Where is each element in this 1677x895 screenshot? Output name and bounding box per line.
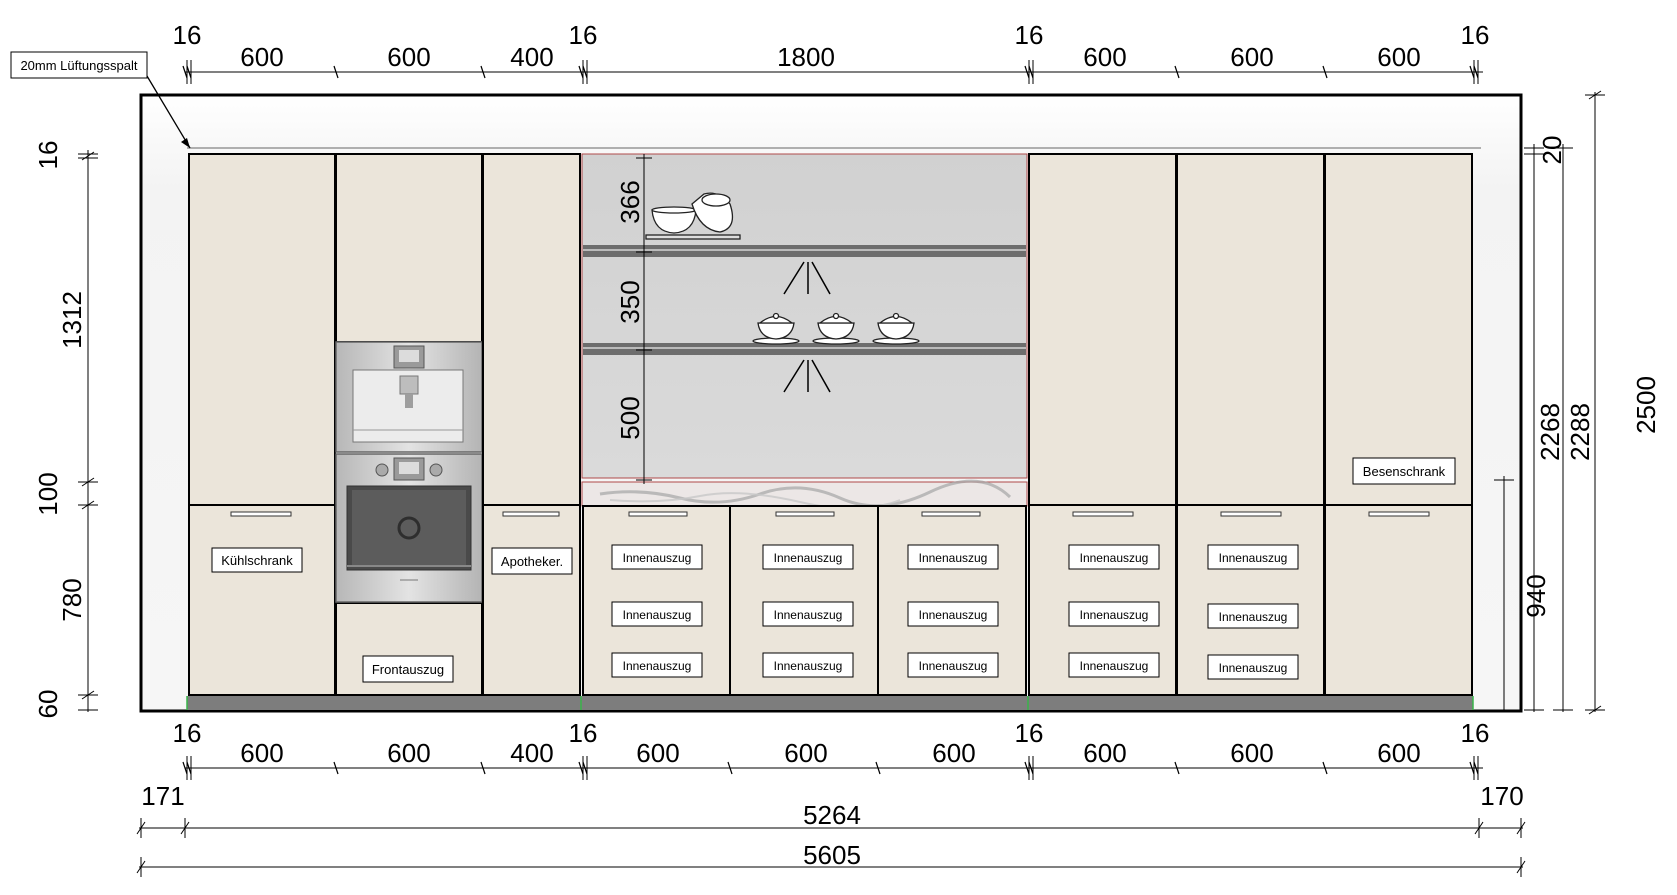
shelf-dimension-texts: 366 350 500 — [615, 180, 645, 439]
tall-units-block-left — [188, 153, 581, 696]
left-dimension-texts: 16 1312 100 780 60 — [33, 141, 87, 719]
left-dimension-chain — [78, 150, 98, 712]
bottom-dimension-texts: 16 16 16 16 600 600 400 600 600 600 600 … — [141, 718, 1523, 870]
inner-pull-label: Innenauszug — [919, 551, 988, 565]
top-width-dim: 600 — [387, 42, 430, 72]
top-dimension-texts: 16 16 16 16 600 600 400 1800 600 600 600 — [173, 20, 1490, 72]
margin-left-dim: 171 — [141, 781, 184, 811]
plinth — [187, 696, 1473, 710]
left-dim: 1312 — [57, 291, 87, 349]
inner-pull-label: Innenauszug — [919, 608, 988, 622]
left-dim: 16 — [33, 141, 63, 170]
shelf-dim: 366 — [615, 180, 645, 223]
bottom-width-dim: 600 — [387, 738, 430, 768]
bottom-gap-dim: 16 — [1461, 718, 1490, 748]
inner-pull-label: Innenauszug — [1219, 661, 1288, 675]
top-width-dim: 1800 — [777, 42, 835, 72]
inner-pull-label: Innenauszug — [774, 608, 843, 622]
left-dim: 780 — [57, 578, 87, 621]
right-upper-front-1 — [1028, 153, 1177, 506]
right-upper-front-2 — [1176, 153, 1325, 506]
shelf-dimension-chain — [636, 154, 652, 484]
right-gap-dim: 20 — [1537, 136, 1567, 165]
inner-pull-label: Innenauszug — [623, 551, 692, 565]
pharmacy-handle — [502, 511, 560, 517]
pharmacy-label-box: Apotheker. — [491, 547, 573, 575]
right-lower-front-3 — [1324, 504, 1473, 696]
inner-pull-label: Innenauszug — [774, 551, 843, 565]
pharmacy-label: Apotheker. — [501, 554, 563, 569]
top-width-dim: 400 — [510, 42, 553, 72]
tureens-decoration — [752, 312, 920, 345]
bottom-width-dim: 600 — [636, 738, 679, 768]
margin-right-dim: 170 — [1480, 781, 1523, 811]
left-dim: 100 — [33, 472, 63, 515]
pharmacy-lower-front — [482, 504, 581, 696]
broom-label: Besenschrank — [1363, 464, 1446, 479]
inner-pull-label: Innenauszug — [1219, 610, 1288, 624]
inner-pull-label: Innenauszug — [1219, 551, 1288, 565]
left-dim: 60 — [33, 690, 63, 719]
inner-pull-label: Innenauszug — [774, 659, 843, 673]
bottom-width-dim: 600 — [932, 738, 975, 768]
inner-pull-label: Innenauszug — [1080, 551, 1149, 565]
right-upper-front-3 — [1324, 153, 1473, 506]
shelf-dim: 500 — [615, 396, 645, 439]
niche-back-panel — [581, 153, 1028, 479]
right-height-dim: 2288 — [1565, 403, 1595, 461]
ventilation-note: 20mm Lüftungsspalt — [10, 51, 191, 149]
pharmacy-upper-front — [482, 153, 581, 506]
bottom-width-dim: 400 — [510, 738, 553, 768]
bowls-decoration — [645, 192, 741, 240]
right-height-dim: 940 — [1521, 574, 1551, 617]
right-height-dim: 2268 — [1535, 403, 1565, 461]
bottom-width-dim: 600 — [1377, 738, 1420, 768]
broom-label-box: Besenschrank — [1352, 457, 1456, 485]
top-width-dim: 600 — [1377, 42, 1420, 72]
right-dimension-chain — [1494, 90, 1605, 715]
bottom-width-dim: 600 — [1230, 738, 1273, 768]
inner-total-dim: 5264 — [803, 800, 861, 830]
bottom-width-dim: 600 — [784, 738, 827, 768]
shelf-light-lower — [783, 359, 831, 393]
top-gap-dim: 16 — [173, 20, 202, 50]
niche-block — [581, 153, 1028, 696]
shelf-light-upper — [783, 261, 831, 295]
bottom-dimension-chain — [136, 756, 1526, 877]
top-dimension-chain — [182, 60, 1483, 84]
top-gap-dim: 16 — [569, 20, 598, 50]
inner-pull-label: Innenauszug — [1080, 608, 1149, 622]
top-width-dim: 600 — [1083, 42, 1126, 72]
fridge-upper-front — [188, 153, 336, 506]
bottom-width-dim: 600 — [1083, 738, 1126, 768]
top-width-dim: 600 — [240, 42, 283, 72]
inner-pull-label: Innenauszug — [1080, 659, 1149, 673]
right-dimension-texts: 20 2268 2288 2500 940 — [1521, 136, 1661, 618]
outer-total-dim: 5605 — [803, 840, 861, 870]
inner-pull-label: Innenauszug — [919, 659, 988, 673]
fridge-label-box: Kühlschrank — [211, 547, 303, 573]
right-height-dim: 2500 — [1631, 376, 1661, 434]
oven — [335, 453, 483, 603]
bottom-gap-dim: 16 — [569, 718, 598, 748]
ventilation-note-label: 20mm Lüftungsspalt — [20, 58, 137, 73]
top-gap-dim: 16 — [1461, 20, 1490, 50]
fridge-lower-front — [188, 504, 336, 696]
shelf-dim: 350 — [615, 280, 645, 323]
top-gap-dim: 16 — [1015, 20, 1044, 50]
top-width-dim: 600 — [1230, 42, 1273, 72]
front-pull-label-box: Frontauszug — [362, 655, 454, 683]
fridge-label: Kühlschrank — [221, 553, 293, 568]
fridge-handle — [230, 511, 292, 517]
inner-pull-label: Innenauszug — [623, 608, 692, 622]
coffee-machine — [335, 341, 483, 453]
bottom-width-dim: 600 — [240, 738, 283, 768]
bottom-gap-dim: 16 — [173, 718, 202, 748]
front-pull-label: Frontauszug — [372, 662, 444, 677]
inner-pull-label: Innenauszug — [623, 659, 692, 673]
inner-pull-labels: Innenauszug Innenauszug Innenauszug Inne… — [611, 544, 1299, 680]
oven-column-upper-front — [335, 153, 483, 343]
bottom-gap-dim: 16 — [1015, 718, 1044, 748]
